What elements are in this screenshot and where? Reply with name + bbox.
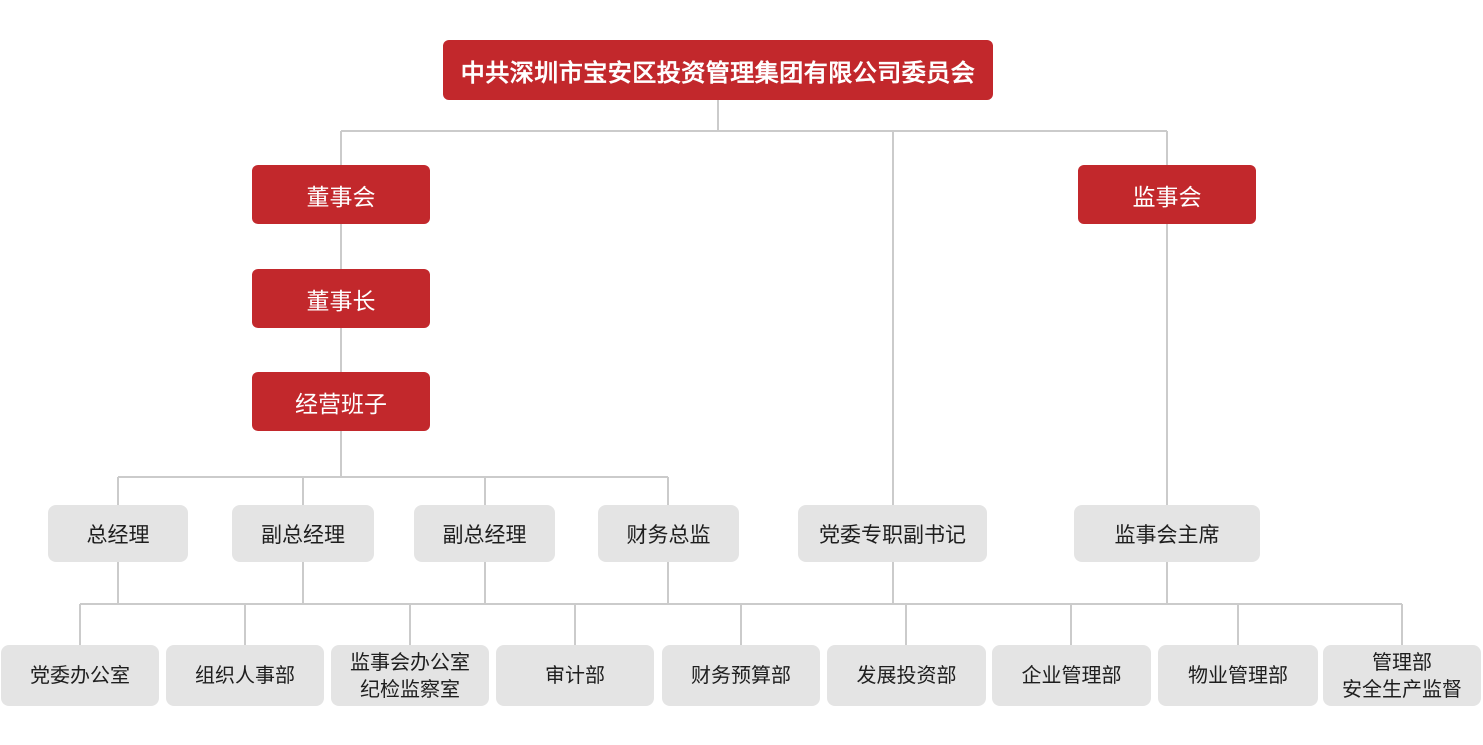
node-dept-enterprise-management: 企业管理部 <box>992 645 1151 706</box>
node-party-committee: 中共深圳市宝安区投资管理集团有限公司委员会 <box>443 40 993 100</box>
connector-exec-hub <box>117 476 669 505</box>
connector-bottom-rail <box>79 603 1403 645</box>
connector-top-hub <box>340 100 1168 505</box>
node-dept-supervisory-office: 监事会办公室 纪检监察室 <box>331 645 489 706</box>
node-supervisory-board: 监事会 <box>1078 165 1256 224</box>
node-board-of-directors: 董事会 <box>252 165 430 224</box>
node-party-deputy-secretary: 党委专职副书记 <box>798 505 987 562</box>
node-supervisory-board-chairman: 监事会主席 <box>1074 505 1260 562</box>
node-dept-finance-budget: 财务预算部 <box>662 645 820 706</box>
node-chairman: 董事长 <box>252 269 430 328</box>
node-dept-development-investment: 发展投资部 <box>827 645 986 706</box>
node-dept-party-office: 党委办公室 <box>1 645 159 706</box>
node-dept-audit: 审计部 <box>496 645 654 706</box>
node-dept-property-management: 物业管理部 <box>1158 645 1318 706</box>
node-dept-management-safety: 管理部 安全生产监督 <box>1323 645 1481 706</box>
connector-bottom-uplinks <box>117 562 1168 604</box>
node-deputy-general-manager-2: 副总经理 <box>414 505 555 562</box>
node-finance-director: 财务总监 <box>598 505 739 562</box>
node-deputy-general-manager-1: 副总经理 <box>232 505 374 562</box>
node-management-team: 经营班子 <box>252 372 430 431</box>
node-general-manager: 总经理 <box>48 505 188 562</box>
node-dept-hr: 组织人事部 <box>166 645 324 706</box>
